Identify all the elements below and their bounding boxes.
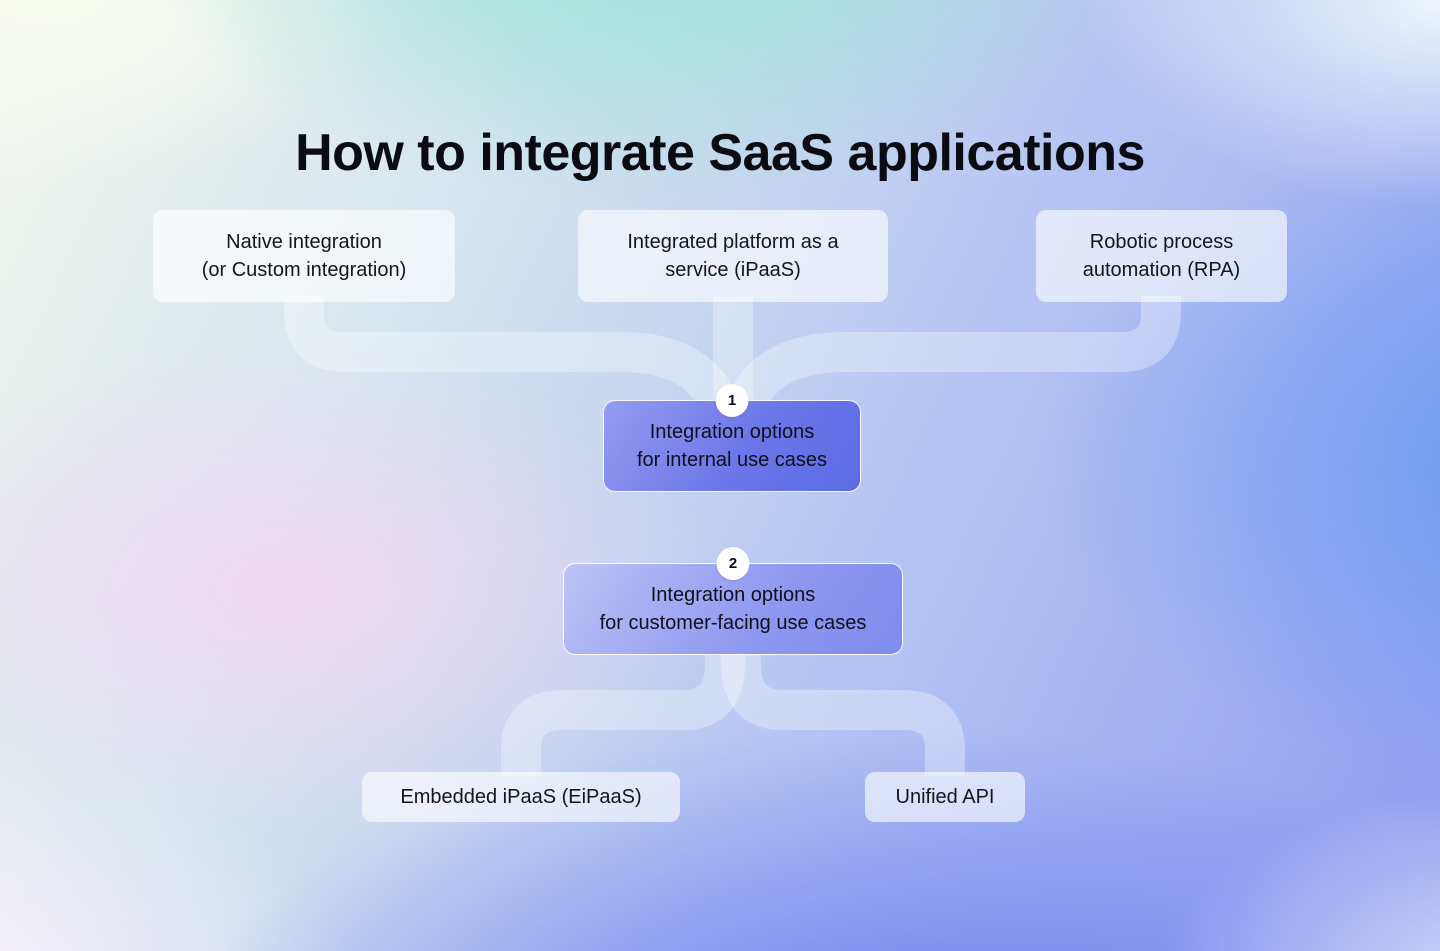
option-rpa: Robotic process automation (RPA) [1036, 210, 1287, 302]
connector-step2-to-eipaas [501, 650, 745, 776]
option-unified-api-label: Unified API [895, 786, 995, 808]
step2-line2: for customer-facing use cases [599, 612, 867, 634]
step2-customer-facing-use-cases: 2 Integration options for customer-facin… [563, 547, 903, 655]
option-native-line2: (or Custom integration) [201, 259, 407, 281]
option-ipaas: Integrated platform as a service (iPaaS) [578, 210, 888, 302]
step1-internal-use-cases: 1 Integration options for internal use c… [603, 384, 861, 492]
option-rpa-line1: Robotic process [1089, 231, 1234, 253]
option-native-integration: Native integration (or Custom integratio… [153, 210, 455, 302]
option-rpa-line2: automation (RPA) [1082, 259, 1241, 281]
page-title: How to integrate SaaS applications [295, 123, 1145, 182]
option-embedded-ipaas-label: Embedded iPaaS (EiPaaS) [400, 786, 642, 808]
step2-number-badge: 2 [716, 547, 750, 580]
connector-native-to-step1 [284, 296, 736, 410]
option-embedded-ipaas: Embedded iPaaS (EiPaaS) [362, 772, 680, 822]
option-native-line1: Native integration [226, 231, 382, 253]
step1-line2: for internal use cases [636, 449, 828, 471]
option-ipaas-line2: service (iPaaS) [665, 259, 801, 281]
connector-rpa-to-step1 [729, 296, 1181, 410]
option-unified-api: Unified API [865, 772, 1025, 822]
option-ipaas-line1: Integrated platform as a [627, 231, 839, 253]
step1-line1: Integration options [649, 421, 815, 443]
step2-line1: Integration options [650, 584, 816, 606]
step1-number-badge: 1 [715, 384, 749, 417]
connector-step2-to-unified [721, 650, 965, 776]
